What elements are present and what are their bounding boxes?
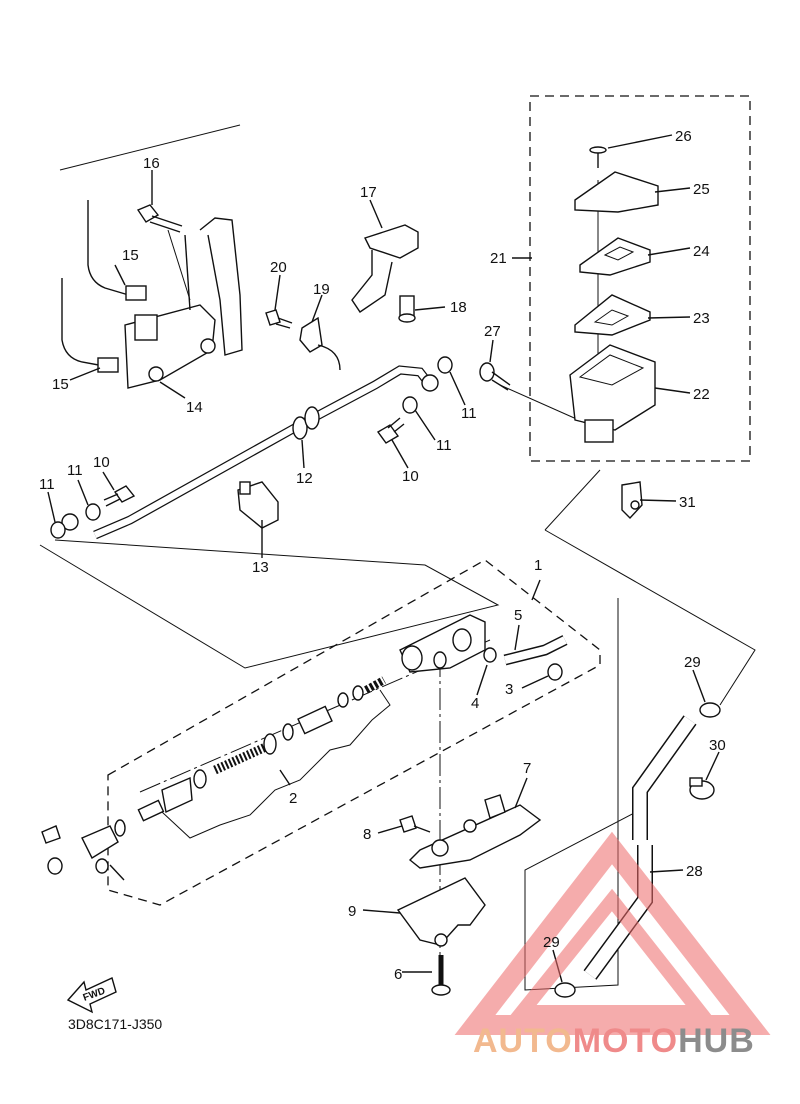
- diaphragm-window: [603, 246, 635, 261]
- label-23: 23: [693, 310, 710, 327]
- label-15-lower: 15: [52, 376, 69, 393]
- washer-11-a: [85, 503, 101, 521]
- label-13: 13: [252, 559, 269, 576]
- label-8: 8: [363, 826, 371, 843]
- label-29-lower: 29: [543, 934, 560, 951]
- cable-tie-15-lower: [61, 278, 119, 373]
- piston-kit-leader-box: [161, 689, 391, 839]
- hose-clip-31: [621, 481, 643, 520]
- diaphragm-plate: [579, 237, 651, 276]
- label-21: 21: [490, 250, 507, 267]
- bolt-18: [398, 295, 416, 323]
- mount-bracket-14: [124, 217, 243, 389]
- label-16: 16: [143, 155, 160, 172]
- watermark-triangle-logo: [454, 831, 771, 1035]
- hose-holder-13: [237, 481, 279, 529]
- label-14: 14: [186, 399, 203, 416]
- label-11-d: 11: [436, 437, 452, 454]
- drawing-code: 3D8C171-J350: [68, 1016, 163, 1032]
- hose-clamp-29-upper: [699, 702, 721, 718]
- diaphragm-inner: [593, 309, 630, 326]
- washer-11-b: [50, 521, 66, 539]
- label-15-upper: 15: [122, 247, 139, 264]
- bolt16-axis: [167, 229, 191, 301]
- banjo-bolt-10-right: [376, 417, 405, 444]
- washer-11-d: [437, 356, 453, 374]
- label-20: 20: [270, 259, 287, 276]
- hose-clamp-29-lower: [554, 982, 576, 998]
- push-rod-clevis: [41, 799, 165, 881]
- watermark-wordmark: AUTOMOTOHUB: [473, 1022, 755, 1061]
- master-cylinder-group-box: [107, 559, 601, 906]
- label-25: 25: [693, 181, 710, 198]
- hose-clamp-19: [299, 316, 341, 371]
- grommet-12: [292, 406, 320, 440]
- hose-clamp-30: [689, 777, 715, 800]
- piston-kit-2: [161, 676, 386, 814]
- reservoir-group-box: [529, 95, 751, 462]
- hose-route-line: [39, 539, 500, 669]
- bracket-axis: [59, 124, 241, 171]
- circlip-3: [547, 663, 563, 681]
- label-18: 18: [450, 299, 467, 316]
- brake-hose: [61, 365, 439, 540]
- label-17: 17: [360, 184, 377, 201]
- bolt-20: [265, 309, 293, 329]
- diaphragm: [574, 294, 651, 336]
- hose-joint-5: [503, 635, 568, 666]
- label-31: 31: [679, 494, 696, 511]
- watermark-hub: HUB: [678, 1022, 755, 1060]
- banjo-bolt-10-left: [103, 485, 136, 507]
- label-24: 24: [693, 243, 710, 260]
- fwd-arrow-icon: FWD: [66, 977, 117, 1014]
- label-2: 2: [289, 790, 297, 807]
- bolt-8: [399, 815, 431, 833]
- label-leaders: [47, 134, 720, 983]
- label-9: 9: [348, 903, 356, 920]
- bracket-17: [351, 224, 419, 313]
- reservoir-body: [569, 344, 656, 443]
- label-11-c: 11: [461, 405, 477, 422]
- label-19: 19: [313, 281, 330, 298]
- reservoir-hose-route: [544, 469, 601, 531]
- label-3: 3: [505, 681, 513, 698]
- bracket-7: [408, 794, 542, 869]
- bolt-27: [479, 362, 511, 391]
- bolt-6: [431, 955, 451, 996]
- label-22: 22: [693, 386, 710, 403]
- reservoir-cap-screw: [589, 146, 607, 168]
- reservoir-cap: [574, 171, 659, 213]
- label-11-a: 11: [67, 462, 83, 479]
- label-1: 1: [534, 557, 542, 574]
- label-11-b: 11: [39, 476, 55, 493]
- label-7: 7: [523, 760, 531, 777]
- label-6: 6: [394, 966, 402, 983]
- label-12: 12: [296, 470, 313, 487]
- o-ring-4: [483, 647, 497, 663]
- label-4: 4: [471, 695, 479, 712]
- hose-route-right: [544, 529, 756, 706]
- watermark-moto: MOTO: [572, 1022, 679, 1060]
- bolt-16: [136, 204, 183, 233]
- label-27: 27: [484, 323, 501, 340]
- guard-9: [396, 877, 486, 947]
- cable-tie-15-upper: [87, 200, 147, 301]
- label-10-left: 10: [93, 454, 110, 471]
- label-28: 28: [686, 863, 703, 880]
- label-26: 26: [675, 128, 692, 145]
- label-10-right: 10: [402, 468, 419, 485]
- master-cylinder-body: [399, 614, 486, 673]
- label-5: 5: [514, 607, 522, 624]
- watermark-auto: AUTO: [473, 1022, 573, 1060]
- label-29-upper: 29: [684, 654, 701, 671]
- washer-11-c: [402, 396, 418, 414]
- label-30: 30: [709, 737, 726, 754]
